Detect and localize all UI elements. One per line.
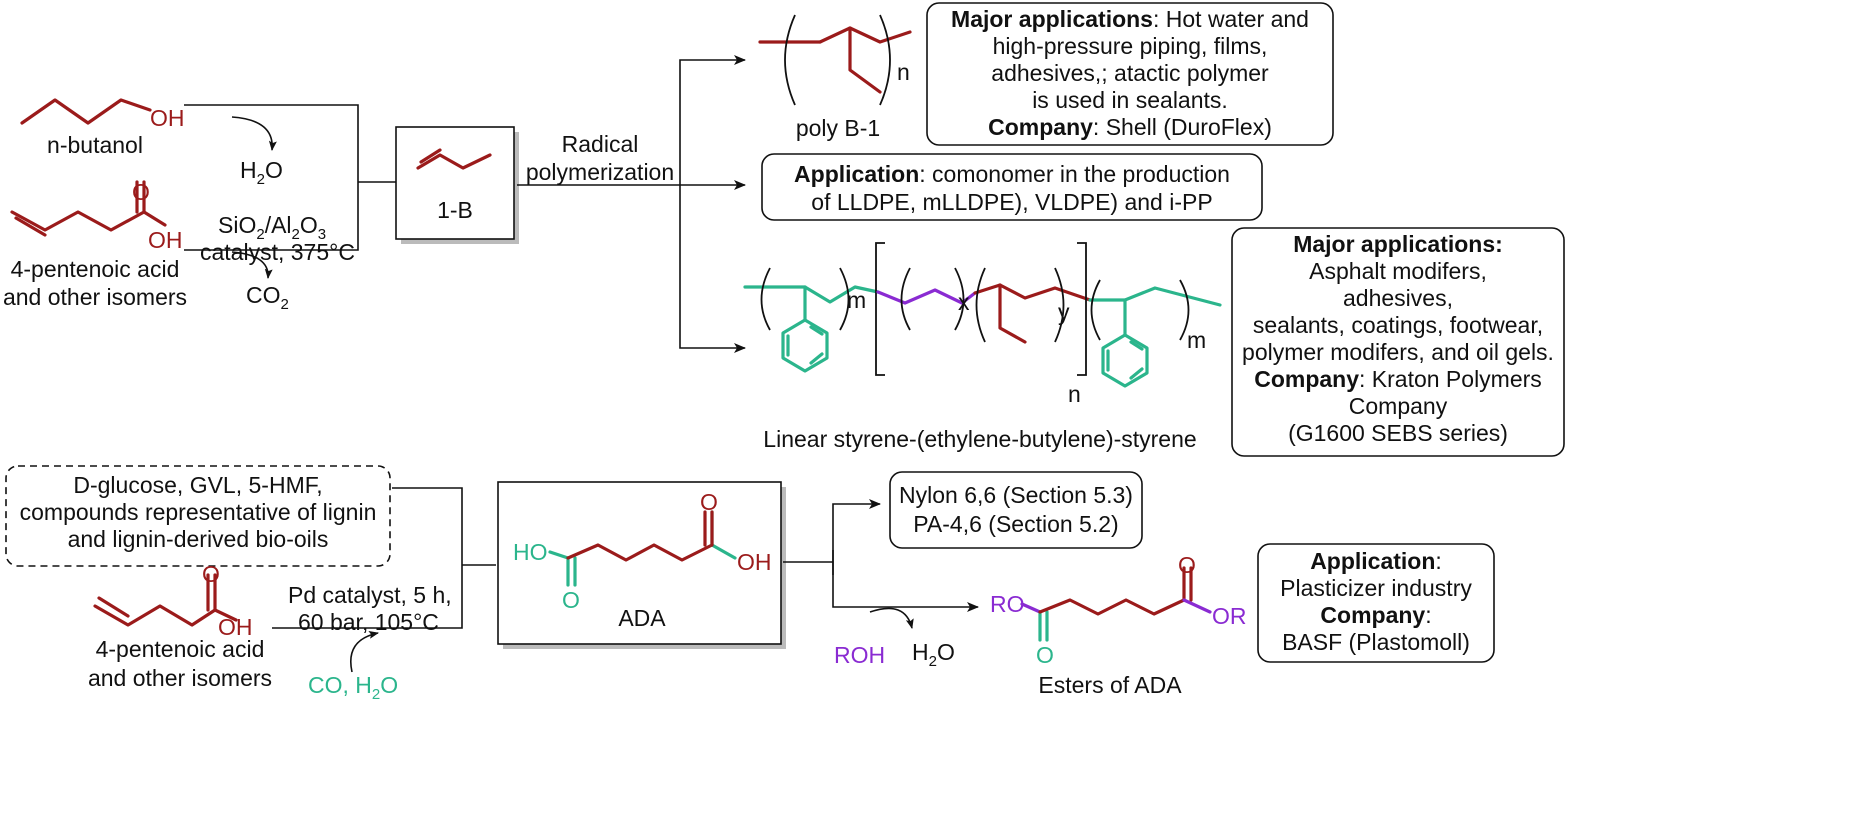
ester-o-1: O: [1036, 642, 1054, 668]
box2-line-1: Application: comonomer in the production: [794, 161, 1230, 187]
ada-name: ADA: [618, 605, 666, 631]
poly-b1-name: poly B-1: [796, 115, 880, 141]
sebs-y: y: [1058, 299, 1070, 325]
ada-o-1: O: [562, 587, 580, 613]
pentenoic-o: O: [132, 179, 150, 205]
app-line-2: Plasticizer industry: [1280, 575, 1472, 601]
sebs-x: x: [958, 289, 970, 315]
feed-bracket: [272, 487, 463, 629]
nylon-line-2: PA-4,6 (Section 5.2): [913, 511, 1118, 537]
ada-structure: HO O O OH: [513, 489, 772, 613]
box3-line-6: Company: Kraton Polymers: [1254, 366, 1542, 392]
app-line-1: Application:: [1310, 548, 1442, 574]
to-nylon-arrow: [832, 499, 881, 562]
pentenoic-acid-structure: O OH: [10, 179, 183, 253]
co2-label: CO2: [246, 282, 289, 313]
nylon-line-1: Nylon 6,6 (Section 5.3): [899, 482, 1133, 508]
box1-line-5: Company: Shell (DuroFlex): [988, 114, 1272, 140]
poly-n: n: [897, 59, 910, 85]
co-h2o-in-arrow: [350, 630, 379, 673]
pd-cond-2: 60 bar, 105°C: [298, 609, 439, 635]
pent-bottom-o: O: [202, 561, 220, 587]
roh-water-arrow: [869, 607, 914, 629]
roh-label: ROH: [834, 642, 885, 668]
box3-line-2: Asphalt modifers,: [1309, 258, 1487, 284]
sebs-name: Linear styrene-(ethylene-butylene)-styre…: [763, 426, 1196, 452]
box3-line-1: Major applications:: [1293, 231, 1503, 257]
pent-bottom-name-1: 4-pentenoic acid: [96, 636, 265, 662]
box3-line-5: polymer modifers, and oil gels.: [1242, 339, 1554, 365]
box1-line-4: is used in sealants.: [1032, 87, 1228, 113]
butanol-name: n-butanol: [47, 132, 143, 158]
sebs-n: n: [1068, 381, 1081, 407]
reactant-bracket: [184, 104, 359, 251]
sebs-m-1: m: [847, 287, 866, 313]
sebs-applications-box: [1231, 227, 1565, 457]
pentenoic-oh: OH: [148, 227, 183, 253]
ada-o-2: O: [700, 489, 718, 515]
1b-structure: [416, 153, 492, 170]
ada-oh: OH: [737, 549, 772, 575]
catalyst-line-2: catalyst, 375°C: [200, 239, 355, 265]
ester-ro: RO: [990, 591, 1025, 617]
poly-b1-structure: n: [758, 14, 912, 106]
co-h2o-label: CO, H2O: [308, 672, 398, 703]
dashed-line-3: and lignin-derived bio-oils: [68, 526, 329, 552]
butanol-oh: OH: [150, 105, 185, 131]
branch-arrow-top: [679, 55, 746, 185]
ada-ho: HO: [513, 539, 548, 565]
pentenoic-name-2: and other isomers: [3, 284, 187, 310]
pent-bottom-oh: OH: [218, 614, 253, 640]
esters-structure: RO O O OR: [990, 552, 1247, 668]
ester-or: OR: [1212, 603, 1247, 629]
app-line-3: Company:: [1320, 602, 1431, 628]
box3-line-7: Company: [1349, 393, 1448, 419]
ester-applications-box: [1257, 543, 1495, 663]
box1-line-3: adhesives,; atactic polymer: [991, 60, 1269, 86]
comonomer-application-box: [761, 153, 1263, 221]
reaction-label-1: Radical: [562, 131, 639, 157]
h2o-label: H2O: [912, 639, 955, 670]
catalyst-line-1: SiO2/Al2O3: [218, 212, 326, 243]
dashed-line-1: D-glucose, GVL, 5-HMF,: [73, 472, 322, 498]
ester-o-2: O: [1178, 552, 1196, 578]
pentenoic-acid-bottom-structure: O OH: [93, 561, 253, 640]
box3-line-4: sealants, coatings, footwear,: [1253, 312, 1543, 338]
app-line-4: BASF (Plastomoll): [1282, 629, 1470, 655]
pd-cond-1: Pd catalyst, 5 h,: [288, 582, 452, 608]
1b-name: 1-B: [437, 197, 473, 223]
ada-box: [497, 481, 782, 645]
pent-bottom-name-2: and other isomers: [88, 665, 272, 691]
reaction-label-2: polymerization: [526, 159, 674, 185]
box3-line-3: adhesives,: [1343, 285, 1453, 311]
to-esters-arrow: [832, 562, 979, 612]
water-out-arrow: [231, 116, 277, 151]
n-butanol-structure: OH: [20, 98, 185, 131]
water-out-label: H2O: [240, 157, 283, 188]
co2-out-arrow: [231, 251, 273, 279]
poly-b1-applications-box: [926, 2, 1334, 146]
esters-name: Esters of ADA: [1038, 672, 1182, 698]
pentenoic-name-1: 4-pentenoic acid: [11, 256, 180, 282]
nylon-box: [889, 471, 1143, 549]
box1-line-1: Major applications: Hot water and: [951, 6, 1309, 32]
box3-line-8: (G1600 SEBS series): [1288, 420, 1508, 446]
feedstock-dashed-box: [5, 465, 391, 567]
1b-box: [395, 126, 515, 240]
dashed-line-2: compounds representative of lignin: [20, 499, 377, 525]
sebs-m-2: m: [1187, 327, 1206, 353]
box2-line-2: of LLDPE, mLLDPE), VLDPE) and i-PP: [811, 189, 1212, 215]
branch-arrow-bottom: [679, 185, 746, 353]
sebs-structure: m x y n m: [743, 242, 1222, 407]
box1-line-2: high-pressure piping, films,: [993, 33, 1268, 59]
